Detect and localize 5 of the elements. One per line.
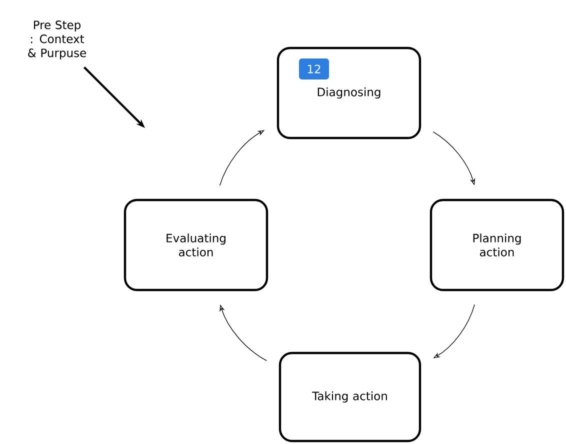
step-note: Pre Step : Context & Purpuse — [28, 20, 86, 60]
process-box: Evaluating action — [124, 198, 268, 292]
number-badge: 12 — [299, 58, 329, 80]
process-box: Taking action — [278, 352, 422, 442]
process-box: Planning action — [430, 198, 564, 292]
